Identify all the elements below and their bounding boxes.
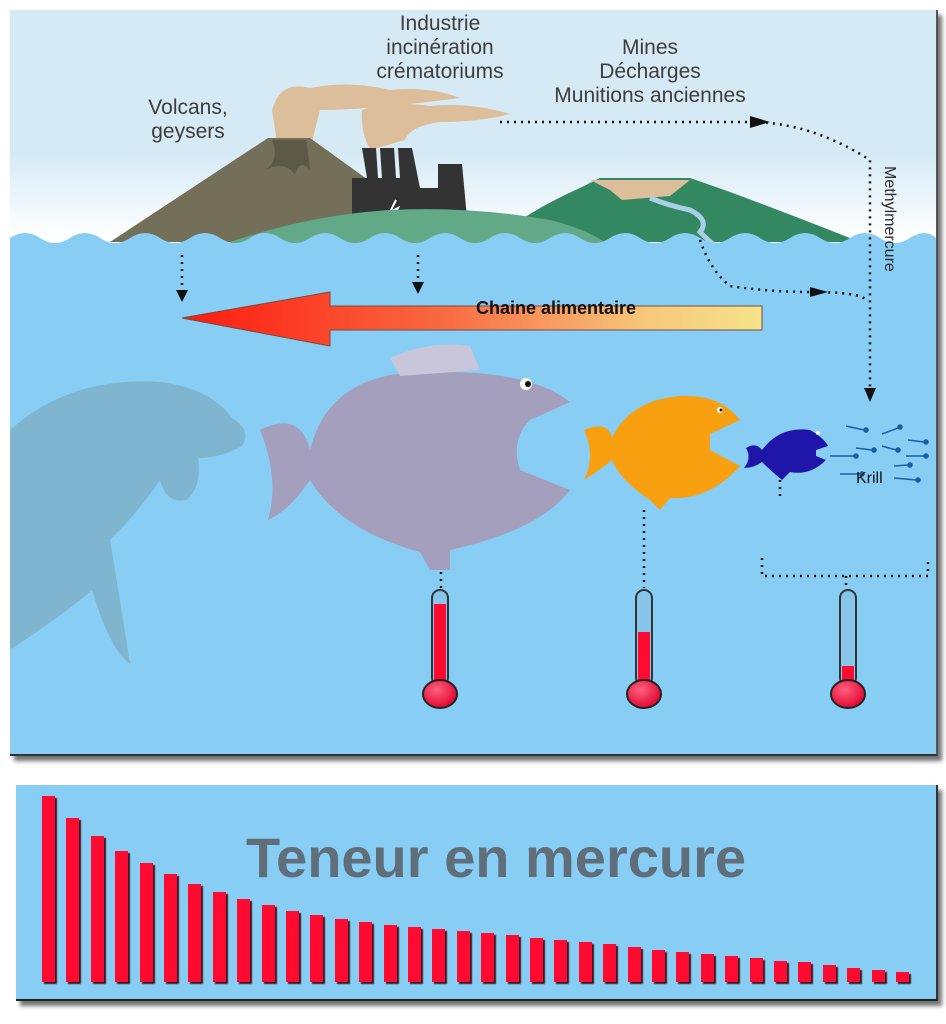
- chart-bar: [603, 944, 617, 982]
- label-line: incinération: [386, 36, 494, 59]
- label-line: Industrie: [399, 12, 481, 35]
- chart-bar: [505, 935, 519, 982]
- chart-bar: [725, 956, 739, 982]
- chart-title: Teneur en mercure: [246, 826, 747, 889]
- chart-bar: [359, 922, 373, 982]
- chart-bar: [115, 851, 129, 982]
- chart-bar: [261, 905, 275, 982]
- chart-bar: [383, 925, 397, 982]
- chart-bar: [408, 927, 421, 982]
- chart-bar: [554, 940, 568, 982]
- chart-bar: [66, 818, 80, 982]
- dotted-arrows: [180, 120, 930, 588]
- mines-label: Mines Décharges Munitions anciennes: [520, 36, 780, 108]
- chart-bar: [774, 961, 787, 982]
- chart-bar: [822, 965, 836, 982]
- label-line: Décharges: [599, 60, 701, 83]
- chart-bar: [164, 874, 177, 982]
- chart-bar: [530, 938, 543, 982]
- chart-bar: [90, 836, 104, 982]
- chart-bar: [700, 954, 714, 982]
- chart-bar: [676, 952, 690, 982]
- dolphin-icon: [10, 381, 246, 664]
- label-line: Mines: [621, 36, 679, 59]
- chart-bar: [896, 972, 909, 982]
- chart-bar: [237, 899, 251, 982]
- medium-fish-icon: [584, 395, 740, 510]
- chart-bar: [334, 919, 348, 982]
- big-fish-icon: [260, 344, 570, 570]
- mine-hill-icon: [490, 178, 860, 242]
- landscape-graphic: [10, 84, 936, 754]
- chart-bar: [798, 962, 812, 982]
- chart-bar: [286, 911, 299, 982]
- chart-bar: [481, 933, 495, 982]
- thermometer-icon-medium-fish: [626, 589, 662, 709]
- mercury-content-chart: Teneur en mercure: [16, 785, 938, 1001]
- chart-bar: [749, 958, 763, 982]
- chart-bar: [652, 950, 665, 982]
- chart-bar: [627, 947, 641, 982]
- krill-icon: [830, 424, 929, 483]
- chart-bar: [310, 915, 324, 982]
- chart-bar: [578, 942, 592, 982]
- chart-bar: [188, 884, 202, 982]
- food-chain-arrow: [181, 291, 763, 347]
- food-chain-label: Chaine alimentaire: [476, 298, 637, 318]
- label-line: geysers: [151, 120, 225, 143]
- methylmercury-label: Methylmercure: [881, 166, 898, 272]
- food-chain-illustration: Volcans, geysers Industrie incinération …: [10, 10, 938, 756]
- volcanoes-label: Volcans, geysers: [128, 96, 248, 144]
- label-line: Volcans,: [148, 96, 228, 119]
- chart-bar: [139, 863, 153, 982]
- chart-bar: [212, 892, 226, 982]
- small-fish-icon: [744, 429, 828, 480]
- chart-bar: [432, 929, 446, 982]
- krill-label: Krill: [856, 470, 883, 487]
- arrowhead-icons: [176, 116, 876, 402]
- label-line: crématoriums: [376, 60, 504, 83]
- smoke-icon: [272, 84, 510, 150]
- chart-bar: [456, 931, 470, 982]
- chart-bar: [871, 970, 885, 982]
- label-line: Munitions anciennes: [554, 84, 746, 107]
- chart-bar: [42, 796, 55, 982]
- factory-icon: [352, 148, 467, 221]
- chart-bar: [847, 968, 861, 982]
- industry-label: Industrie incinération crématoriums: [350, 12, 530, 84]
- bar-series: [42, 782, 922, 982]
- thermometer-icon-large-fish: [422, 589, 458, 709]
- thermometer-icon-krill: [830, 589, 866, 709]
